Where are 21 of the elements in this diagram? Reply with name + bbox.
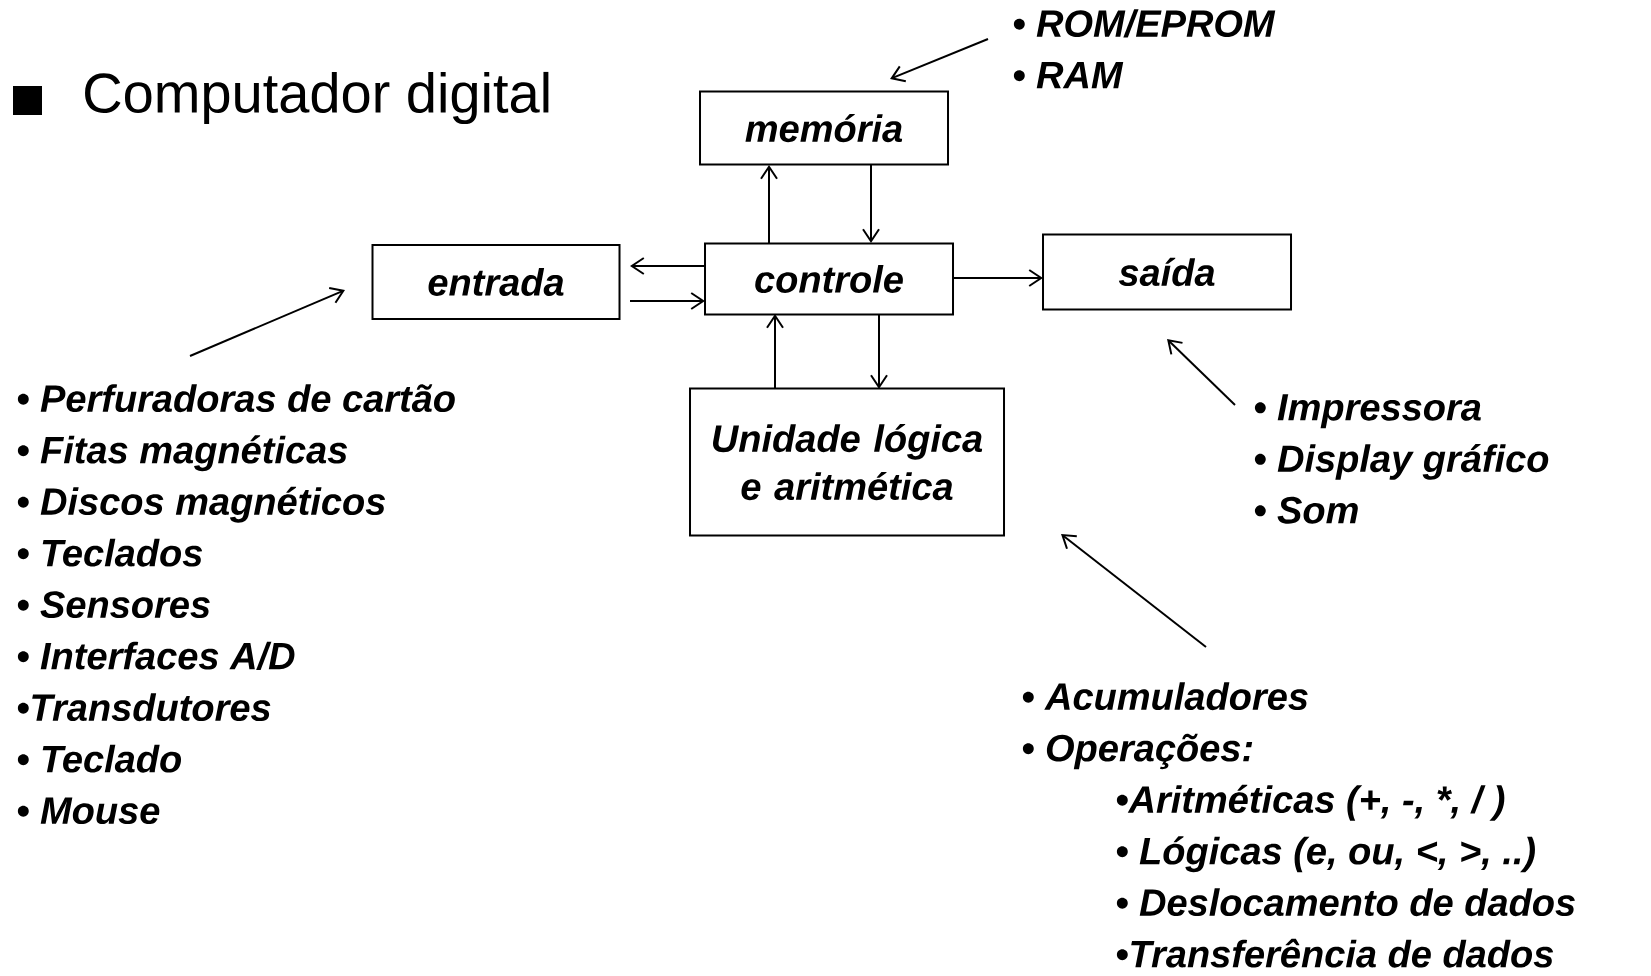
bullet-list: • Acumuladores • Operações: •Aritméticas (+, -, *, / ) • Lógicas (e, ou, <, >, ..) • Deslocamento de dados •Transferência de dados	[1022, 682, 1575, 968]
arrow	[629, 292, 705, 310]
bullet-list: • Impressora • Display gráfico • Som	[1254, 394, 1549, 524]
bullet-list: • ROM/EPROM • RAM	[1013, 9, 1276, 89]
arrow	[870, 313, 888, 389]
block-box: saída	[1042, 233, 1292, 311]
arrow	[189, 287, 345, 357]
block-box: controle	[704, 242, 954, 316]
arrow	[1061, 534, 1207, 648]
block-box: entrada	[371, 244, 621, 320]
slide-title: Computador digital	[85, 71, 549, 125]
block-box: memória	[699, 90, 949, 166]
arrow	[766, 314, 784, 390]
arrow	[630, 257, 706, 275]
arrow	[890, 38, 989, 83]
arrow	[862, 164, 880, 243]
bullet-list: • Perfuradoras de cartão • Fitas magnéticas • Discos magnéticos • Teclados • Sensores • Interfaces A/D •Transdutores • Teclado • Mouse	[17, 384, 455, 825]
arrow	[1167, 339, 1236, 406]
arrow	[952, 269, 1043, 287]
block-box: Unidade lógica e aritmética	[689, 387, 1005, 537]
arrow	[760, 165, 778, 244]
